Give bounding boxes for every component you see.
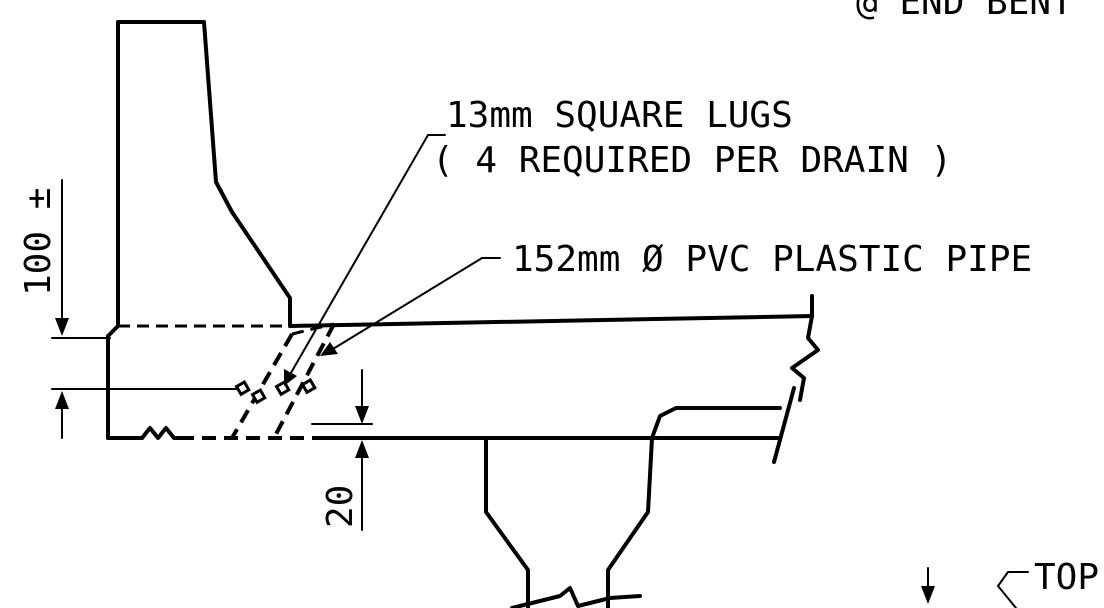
rail-height-dim-text: 100 ± (18, 188, 59, 296)
end-bent-label: @ END BENT (856, 0, 1073, 23)
bottom-offset-arrow-down (355, 406, 369, 424)
lower-dim-arrow (55, 391, 69, 409)
bottom-offset-arrow-up (355, 440, 369, 458)
lug-icon (250, 387, 267, 405)
lugs-label-line1: 13mm SQUARE LUGS (446, 95, 793, 136)
top-arrow-head (921, 586, 935, 604)
drip-notch (140, 426, 182, 440)
lug-icon (274, 379, 291, 397)
pipe-leader-line (327, 257, 501, 353)
deck-slab-top-edge (106, 324, 120, 338)
girder-web-outline (484, 436, 654, 608)
lug-icon (234, 379, 251, 397)
pipe-leader-arrow (320, 342, 338, 356)
rail-height-arrow (55, 318, 69, 336)
bottom-offset-dim-text: 20 (320, 485, 361, 528)
top-label: TOP (1034, 557, 1099, 598)
girder-break-line (510, 586, 642, 608)
lugs-leader-line (287, 134, 446, 379)
deck-slab-top-line (288, 314, 814, 328)
square-lugs (234, 377, 317, 405)
girder-top-flange (650, 406, 782, 440)
lugs-label-line2: ( 4 REQUIRED PER DRAIN ) (432, 140, 952, 181)
barrier-rail-outline (116, 20, 292, 328)
drain-pipe-right-wall (272, 323, 336, 439)
top-leader-line (996, 571, 1029, 608)
lug-icon (300, 377, 317, 395)
slab-break-line (790, 294, 820, 402)
girder-flange-break (772, 386, 796, 464)
lugs-leader-arrow (284, 369, 297, 386)
drain-pipe-top (291, 322, 335, 336)
pipe-label: 152mm Ø PVC PLASTIC PIPE (512, 239, 1032, 280)
drain-pipe-left-wall (230, 333, 294, 439)
